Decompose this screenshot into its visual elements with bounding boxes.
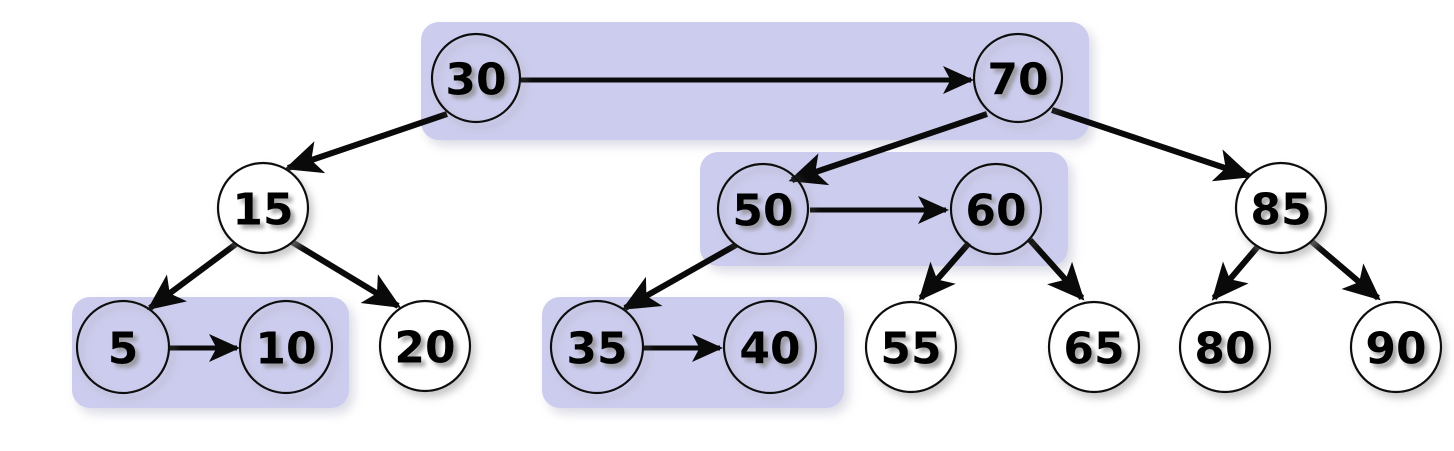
node-label: 35 — [566, 324, 627, 375]
tree-node-15[interactable]: 15 — [216, 161, 310, 255]
node-circle — [972, 32, 1064, 124]
edge-30-to-15 — [284, 111, 448, 174]
node-circle — [722, 299, 818, 395]
tree-node-10[interactable]: 10 — [238, 299, 334, 395]
node-circle — [549, 299, 645, 395]
tree-node-35[interactable]: 35 — [549, 299, 645, 395]
node-label: 90 — [1365, 324, 1426, 375]
tree-node-5[interactable]: 5 — [75, 299, 171, 395]
tree-node-55[interactable]: 55 — [864, 300, 958, 394]
tree-node-30[interactable]: 30 — [430, 32, 522, 124]
node-label: 10 — [255, 324, 316, 375]
node-circle — [949, 162, 1043, 256]
edge-70-to-85 — [1051, 107, 1253, 182]
edge-85-to-90 — [1309, 238, 1381, 301]
node-circle — [864, 300, 958, 394]
tree-node-60[interactable]: 60 — [949, 162, 1043, 256]
tree-node-20[interactable]: 20 — [378, 299, 472, 393]
tree-node-85[interactable]: 85 — [1234, 161, 1328, 255]
node-label: 5 — [108, 324, 139, 375]
node-label: 65 — [1063, 324, 1124, 375]
node-circle — [1349, 300, 1443, 394]
node-circle — [238, 299, 334, 395]
node-circle — [430, 32, 522, 124]
node-circle — [378, 299, 472, 393]
node-circle — [216, 161, 310, 255]
tree-node-65[interactable]: 65 — [1047, 300, 1141, 394]
node-circle — [75, 299, 171, 395]
tree-node-70[interactable]: 70 — [972, 32, 1064, 124]
node-circle — [716, 162, 810, 256]
node-label: 15 — [232, 185, 293, 236]
edge-60-to-65 — [1027, 237, 1085, 301]
node-label: 70 — [987, 55, 1048, 106]
node-label: 50 — [732, 186, 793, 237]
node-label: 80 — [1194, 324, 1255, 375]
node-circle — [1047, 300, 1141, 394]
node-label: 85 — [1250, 185, 1311, 236]
edge-layer — [147, 65, 1381, 362]
node-label: 60 — [965, 186, 1026, 237]
edge-50-to-35 — [621, 242, 738, 311]
edge-85-to-80 — [1211, 242, 1263, 301]
node-circle — [1234, 161, 1328, 255]
edge-15-to-5 — [147, 241, 238, 311]
tree-node-50[interactable]: 50 — [716, 162, 810, 256]
edge-60-to-55 — [918, 241, 972, 301]
node-circle — [1178, 300, 1272, 394]
node-layer: 30 70 15 50 60 85 5 10 20 35 40 55 65 80 90 — [75, 32, 1443, 395]
node-label: 20 — [394, 323, 455, 374]
tree-node-80[interactable]: 80 — [1178, 300, 1272, 394]
edge-15-to-20 — [290, 239, 402, 309]
tree-node-40[interactable]: 40 — [722, 299, 818, 395]
edge-70-to-50 — [788, 111, 988, 186]
tree-node-90[interactable]: 90 — [1349, 300, 1443, 394]
node-label: 55 — [880, 324, 941, 375]
node-label: 30 — [445, 55, 506, 106]
node-label: 40 — [739, 324, 800, 375]
